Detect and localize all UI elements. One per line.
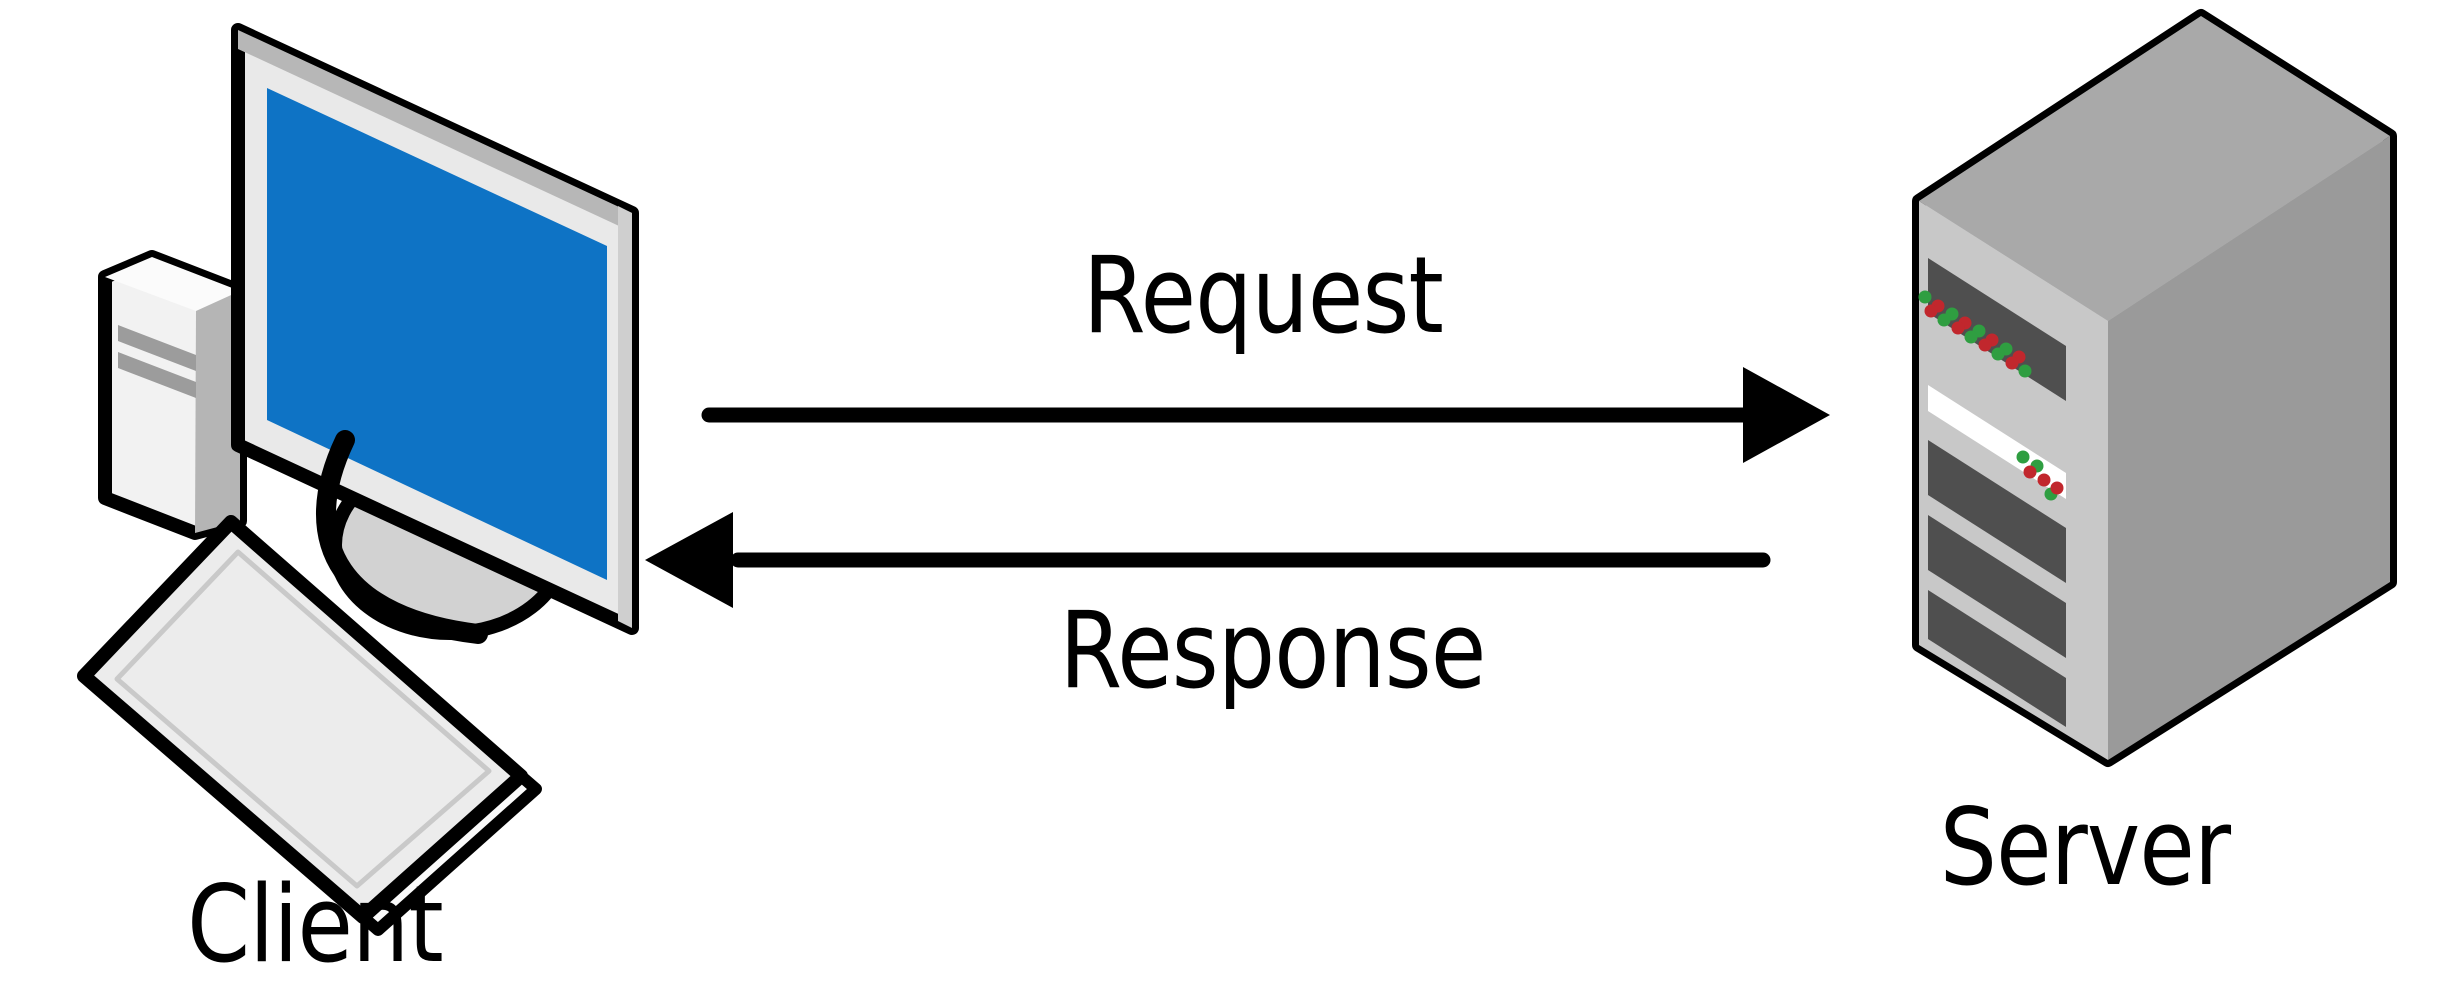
server-drive-slots [1928,258,2066,727]
led-green-icon [1991,347,2005,361]
client-keyboard [77,515,542,936]
led-green-icon [1918,290,1932,304]
server-right-face [2108,136,2390,760]
monitor-stand-neck [316,430,488,644]
led-green-icon [2016,450,2030,464]
server-slot [1928,440,2066,583]
request-arrow [701,367,1830,463]
request-edge-label: Request [1082,234,1444,357]
response-arrowhead [645,512,733,608]
led-red-icon [1978,338,1992,352]
server-led-lights-red [1924,299,2064,495]
keyboard-inner-ridge [114,549,492,889]
response-edge-label: Response [1059,589,1487,712]
tower-side-face [195,291,240,533]
client-node-label: Client [187,863,444,986]
client-monitor [231,23,639,635]
tower-vent-stripe [118,352,196,398]
led-green-icon [1937,313,1951,327]
client-computer-icon [77,23,639,936]
server-node-label: Server [1939,786,2231,909]
led-green-icon [1964,330,1978,344]
monitor-screen [267,88,607,580]
server-slot [1928,258,2066,401]
response-arrow [645,512,1771,608]
led-red-icon [2037,473,2051,487]
tower-vent-stripe [118,325,196,371]
server-led-lights-green [1918,290,2058,501]
keyboard-top-face [77,515,528,924]
led-red-icon [1924,304,1938,318]
tower-top-face [105,257,240,311]
monitor-top-edge [238,30,632,232]
led-red-icon [2050,481,2064,495]
led-red-icon [1951,321,1965,335]
request-arrowhead [1743,367,1830,463]
monitor-right-edge [618,206,632,628]
led-green-icon [2018,364,2032,378]
led-red-icon [2023,465,2037,479]
server-top-face [1919,16,2390,321]
led-red-icon [2005,356,2019,370]
client-tower [98,250,247,540]
server-slot [1928,590,2066,727]
server-tower-icon [1912,9,2397,767]
server-slot [1928,515,2066,658]
